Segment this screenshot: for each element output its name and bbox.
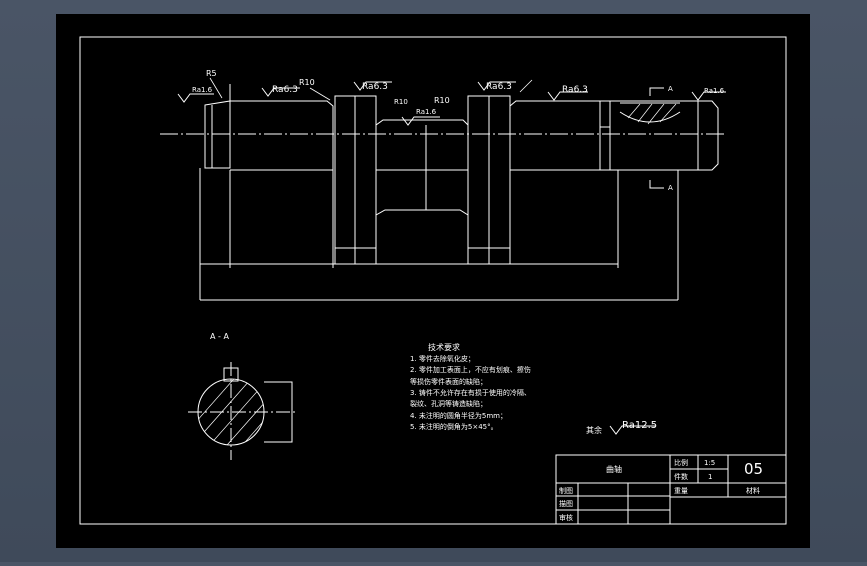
- tech-req-item-3: 等损伤零件表面的缺陷；: [410, 377, 487, 386]
- keyway-hatch: [627, 103, 677, 125]
- ra-web-left: Ra6.3: [362, 82, 388, 92]
- ra-right-end: Ra1.6: [704, 87, 725, 95]
- tech-req-item-6: 4. 未注明的圆角半径为5mm；: [410, 411, 507, 420]
- left-end-shaft: [204, 100, 231, 169]
- part-name: 曲轴: [606, 464, 622, 474]
- drawing-frame: [79, 36, 787, 525]
- section-marker-bottom: A: [668, 184, 673, 192]
- section-view-title: A - A: [210, 332, 229, 341]
- left-journal: [230, 100, 334, 171]
- tech-req-item-4: 3. 铸件不允许存在有损于使用的冷隔、: [410, 388, 531, 397]
- other-roughness-prefix: 其余: [586, 425, 602, 435]
- radius-r5: R5: [206, 69, 217, 78]
- title-block: [555, 454, 787, 525]
- quantity-label: 件数: [674, 472, 688, 481]
- ra-left-end: Ra1.6: [192, 86, 213, 94]
- other-roughness-value: Ra12.5: [622, 420, 657, 431]
- ra-journal-left: Ra6.3: [272, 85, 298, 95]
- weight-label: 重量: [674, 487, 688, 495]
- tech-req-item-2: 2. 零件加工表面上，不应有划痕、擦伤: [410, 365, 531, 374]
- ra-web-right: Ra6.3: [486, 82, 512, 92]
- tech-req-item-7: 5. 未注明的倒角为5×45°。: [410, 422, 498, 431]
- radius-r10-c: R10: [434, 96, 450, 105]
- material-label: 材料: [746, 486, 760, 495]
- section-cut-markers: [649, 87, 664, 189]
- quantity-value: 1: [708, 473, 712, 481]
- section-marker-top: A: [668, 85, 673, 93]
- right-end-shaft: [600, 100, 719, 171]
- draft-label: 描图: [559, 499, 573, 508]
- radius-r10-b: R10: [394, 98, 408, 106]
- tech-req-item-5: 裂纹、孔洞等铸造缺陷；: [410, 399, 487, 408]
- roughness-symbols: [177, 81, 726, 435]
- crankshaft-main-view: [160, 84, 725, 301]
- radius-r10-a: R10: [299, 78, 315, 87]
- drawn-label: 制图: [559, 486, 573, 495]
- tech-req-title: 技术要求: [428, 342, 460, 352]
- section-view-aa: [188, 362, 298, 460]
- tech-req-item-1: 1. 零件去除氧化皮；: [410, 354, 475, 363]
- crank-pin: [375, 119, 469, 126]
- drawing-number: 05: [744, 460, 763, 478]
- check-label: 审核: [559, 513, 573, 522]
- ra-pin-center: Ra1.6: [416, 108, 437, 116]
- scale-value: 1:5: [704, 459, 715, 467]
- ra-journal-right: Ra6.3: [562, 85, 588, 95]
- sheet: [56, 14, 810, 548]
- scale-label: 比例: [674, 458, 688, 467]
